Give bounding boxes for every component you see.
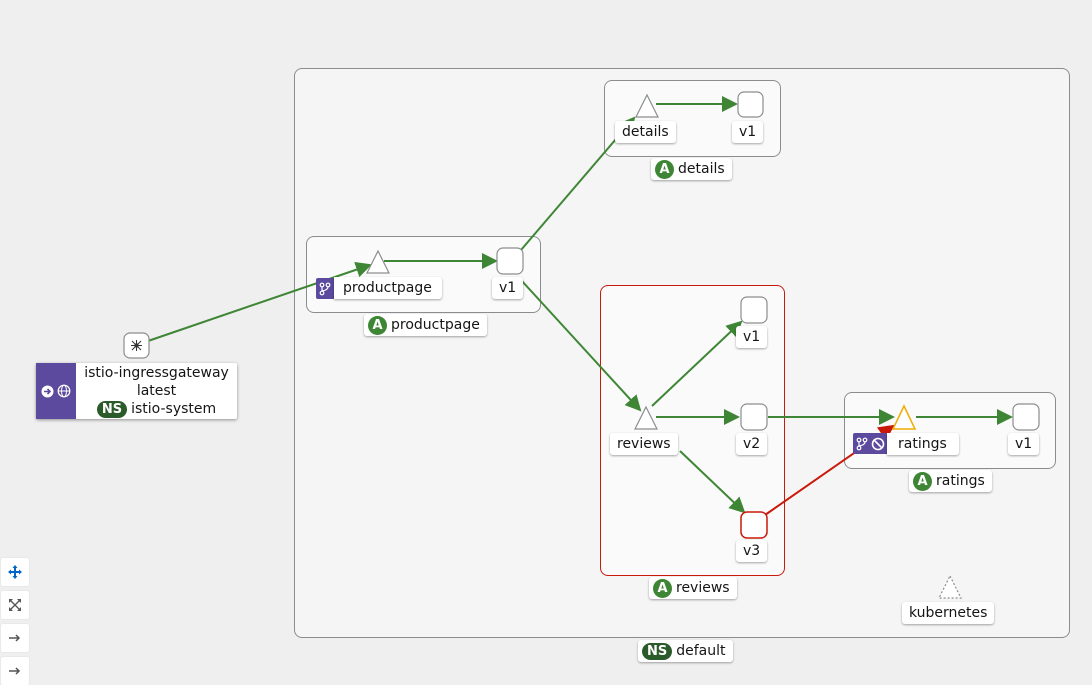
move-tool-button[interactable] <box>1 558 29 586</box>
gateway-version: latest <box>136 383 177 399</box>
ns-badge: NS <box>642 643 673 660</box>
reviews-v3-workload-icon <box>740 511 768 539</box>
fit-to-screen-button[interactable] <box>1 591 29 619</box>
app-badge: A <box>368 316 387 335</box>
details-service-icon <box>635 93 659 118</box>
gateway-badge <box>36 363 76 419</box>
ratings-v1-label[interactable]: v1 <box>1008 433 1040 455</box>
branch-icon <box>319 282 331 295</box>
edge-reviews-v3 <box>679 450 746 514</box>
app-badge: A <box>913 472 932 491</box>
arrow-right-icon <box>9 634 21 642</box>
productpage-service-label[interactable]: productpage <box>334 277 442 299</box>
details-service-label[interactable]: details <box>615 121 676 143</box>
kubernetes-service-icon <box>938 574 962 599</box>
app-badge: A <box>655 160 674 179</box>
kubernetes-service-label[interactable]: kubernetes <box>902 602 995 624</box>
edge-gateway-productpage <box>147 261 372 342</box>
productpage-v1-workload-icon <box>496 247 524 275</box>
reviews-v1-label[interactable]: v1 <box>736 326 768 348</box>
namespace-name: default <box>676 643 726 659</box>
virtual-service-badge[interactable] <box>853 433 887 454</box>
details-app-name: details <box>678 161 725 177</box>
reviews-service-icon <box>634 405 658 430</box>
ratings-v1-workload-icon <box>1012 403 1040 431</box>
productpage-v1-label[interactable]: v1 <box>492 277 524 299</box>
reviews-app-name: reviews <box>676 580 730 596</box>
productpage-app-name: productpage <box>391 317 480 333</box>
productpage-service-icon <box>366 249 390 274</box>
edge-reviews-v1 <box>651 320 743 407</box>
gateway-name: istio-ingressgateway <box>84 365 229 381</box>
details-v1-workload-icon <box>737 91 764 118</box>
ns-badge: NS <box>96 401 128 418</box>
details-v1-label[interactable]: v1 <box>732 121 764 143</box>
reviews-v1-workload-icon <box>740 296 768 324</box>
arrow-right-icon <box>9 667 21 675</box>
ratings-service-label[interactable]: ratings <box>887 433 959 455</box>
reviews-v2-workload-icon <box>740 403 768 431</box>
virtual-service-badge[interactable] <box>316 278 334 299</box>
fit-icon <box>9 599 21 611</box>
gateway-namespace-name: istio-system <box>131 401 217 417</box>
move-icon <box>8 565 22 579</box>
edge-productpage-reviews <box>520 279 642 412</box>
reviews-v2-label[interactable]: v2 <box>736 433 768 455</box>
ratings-app-name: ratings <box>936 473 985 489</box>
app-badge: A <box>653 579 672 598</box>
reviews-service-label[interactable]: reviews <box>610 433 678 455</box>
branch-icon <box>856 437 867 450</box>
ratings-service-icon <box>891 404 917 430</box>
globe-icon <box>57 384 71 398</box>
layout-button-1[interactable] <box>1 624 29 652</box>
layout-button-2[interactable] <box>1 657 29 685</box>
reviews-v3-label[interactable]: v3 <box>736 540 768 562</box>
arrow-circle-right-icon <box>41 385 54 397</box>
ban-icon <box>871 437 884 450</box>
